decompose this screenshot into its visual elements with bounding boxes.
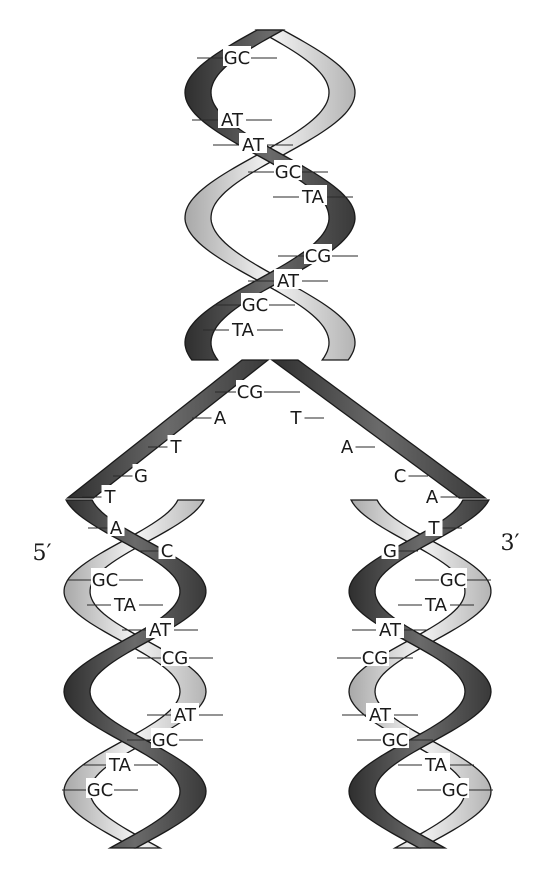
three-prime-label: 3′ xyxy=(501,531,520,556)
left-template-base-bg xyxy=(101,485,119,505)
right-template-base: T xyxy=(290,408,303,429)
left-daughter-base-pair: GC xyxy=(92,570,119,591)
left-daughter-base-pair: GC xyxy=(152,730,179,751)
parent-base-pair: GC xyxy=(275,162,302,183)
right-daughter-base-pair-bg xyxy=(366,703,394,723)
parent-base-pair-bg xyxy=(239,133,267,153)
left-daughter-base-pair-bg xyxy=(146,618,174,638)
right-daughter-base-pair-bg xyxy=(439,568,467,588)
right-daughter-base-pair: GC xyxy=(382,730,409,751)
right-daughter-base-pair-bg xyxy=(381,728,409,748)
base-labels: GCATATGCTACGATGCTACGATGTACTACATGGCTAATCG… xyxy=(33,46,520,801)
right-template-base-bg xyxy=(287,406,305,426)
right-template-base-bg xyxy=(425,516,443,536)
right-daughter-old-strand xyxy=(348,499,492,849)
right-template-base: T xyxy=(428,518,441,539)
left-daughter-base-pair: TA xyxy=(108,755,132,776)
right-daughter-base-pair: TA xyxy=(424,755,448,776)
right-template-base-bg xyxy=(391,464,409,484)
right-daughter-base-pair: TA xyxy=(424,595,448,616)
left-daughter-base-pair: AT xyxy=(149,620,172,641)
parent-base-pair-bg xyxy=(218,108,246,128)
right-daughter-base-pair: CG xyxy=(362,648,389,669)
dna-strands xyxy=(63,29,492,849)
right-daughter-base-pair: GC xyxy=(442,780,469,801)
left-daughter-base-pair: TA xyxy=(113,595,137,616)
fork-left-strand xyxy=(65,359,270,499)
parent-base-pair-bg xyxy=(274,160,302,180)
right-template-base: A xyxy=(426,487,439,508)
left-template-base-bg xyxy=(158,539,176,559)
left-daughter-base-pair-bg xyxy=(91,568,119,588)
left-daughter-base-pair: AT xyxy=(174,705,197,726)
right-daughter-base-pair-bg xyxy=(376,618,404,638)
fork-right-strand xyxy=(270,359,488,499)
left-daughter-base-pair: CG xyxy=(162,648,189,669)
parent-base-pair-bg xyxy=(229,318,257,338)
right-daughter-base-pair: AT xyxy=(379,620,402,641)
left-template-base: A xyxy=(214,408,227,429)
parent-base-pair: TA xyxy=(231,320,255,341)
right-template-base: G xyxy=(383,541,397,562)
left-template-base: T xyxy=(104,487,117,508)
parent-base-pair-bg xyxy=(223,46,251,66)
parent-base-pair: TA xyxy=(301,187,325,208)
five-prime-label: 5′ xyxy=(33,541,52,566)
left-template-base: C xyxy=(161,541,174,562)
right-template-base-bg xyxy=(338,435,356,455)
parent-strand-a xyxy=(184,29,356,361)
parent-base-pair: AT xyxy=(277,271,300,292)
right-template-base: A xyxy=(341,437,354,458)
left-daughter-old-strand xyxy=(63,499,207,849)
left-daughter-base-pair-bg xyxy=(106,753,134,773)
left-template-base-bg xyxy=(132,464,150,484)
parent-base-pair: CG xyxy=(305,246,332,267)
left-template-base: G xyxy=(134,466,148,487)
right-daughter-base-pair-bg xyxy=(441,778,469,798)
left-daughter-new-strand xyxy=(63,499,207,849)
left-daughter-base-pair-bg xyxy=(111,593,139,613)
parent-base-pair: GC xyxy=(224,48,251,69)
left-daughter-base-pair-bg xyxy=(161,646,189,666)
fork-base-pair-bg xyxy=(236,380,264,400)
right-daughter-base-pair-bg xyxy=(422,593,450,613)
right-daughter-base-pair: GC xyxy=(440,570,467,591)
left-template-base-bg xyxy=(107,516,125,536)
right-template-base-bg xyxy=(381,539,399,559)
left-template-base: T xyxy=(170,437,183,458)
fork-base-pair: CG xyxy=(237,382,264,403)
right-template-base: C xyxy=(394,466,407,487)
parent-base-pair-bg xyxy=(304,244,332,264)
parent-base-pair: GC xyxy=(242,295,269,316)
parent-base-pair: AT xyxy=(221,110,244,131)
left-template-base: A xyxy=(110,518,123,539)
left-daughter-base-pair-bg xyxy=(86,778,114,798)
left-template-base-bg xyxy=(211,406,229,426)
right-daughter-base-pair: AT xyxy=(369,705,392,726)
right-daughter-base-pair-bg xyxy=(361,646,389,666)
right-template-base-bg xyxy=(423,485,441,505)
left-daughter-base-pair-bg xyxy=(151,728,179,748)
parent-base-pair-bg xyxy=(299,185,327,205)
left-template-base-bg xyxy=(167,435,185,455)
parent-base-pair-bg xyxy=(274,269,302,289)
right-daughter-base-pair-bg xyxy=(422,753,450,773)
parent-base-pair-bg xyxy=(241,293,269,313)
left-daughter-base-pair: GC xyxy=(87,780,114,801)
parent-base-pair: AT xyxy=(242,135,265,156)
left-daughter-base-pair-bg xyxy=(171,703,199,723)
